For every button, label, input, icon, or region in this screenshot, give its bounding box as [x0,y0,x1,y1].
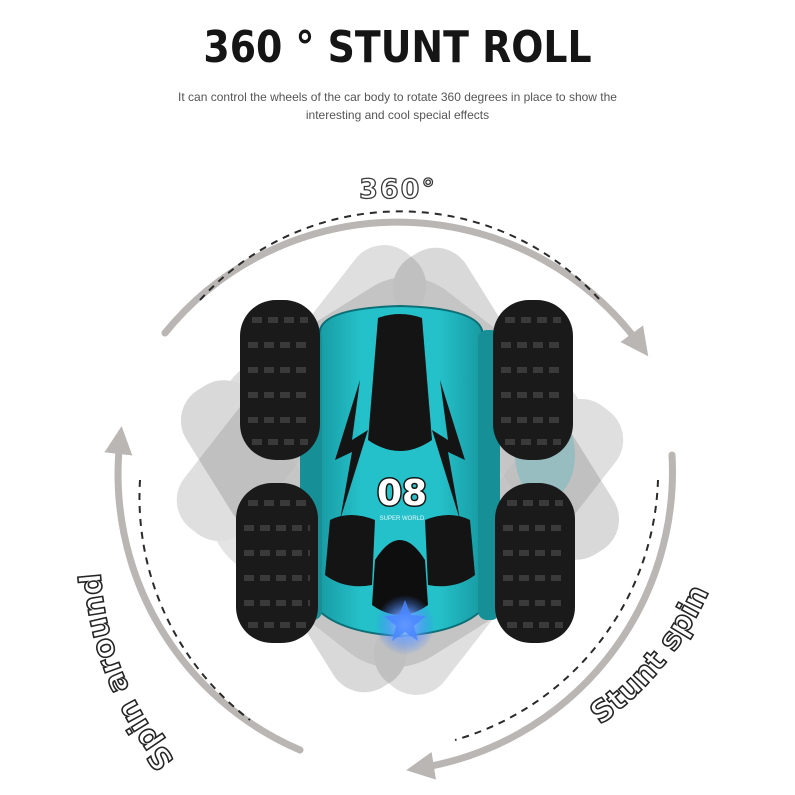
left-lightning-decal [335,380,368,520]
rear-left-wheel [236,483,318,643]
top-dashed-arc [199,210,601,301]
right-dashed-arc [454,479,659,741]
stunt-spin-label: Stunt spin [584,580,716,732]
car-number: 08 [377,473,427,514]
page-title: 360 ° STUNT ROLL [203,22,592,73]
hood-scoop [368,314,432,451]
spin-around-label: Spin around [73,572,181,777]
left-dashed-arc [138,479,251,721]
right-lightning-decal [432,380,465,520]
front-right-wheel [493,300,573,460]
rear-left-panel [325,515,375,587]
page-description: It can control the wheels of the car bod… [178,90,617,122]
rear-right-panel [425,515,475,587]
rear-right-wheel [495,483,575,643]
left-rotation-arrow [104,426,304,754]
top-rotation-arrow [161,218,649,357]
rear-bumper [372,540,428,615]
right-rotation-arrow [406,451,676,780]
headlight-star [384,600,426,641]
car-brand: SUPER WORLD [380,516,425,522]
front-left-wheel [240,300,320,460]
rotation-degree-label: 360° [359,174,437,205]
stunt-car: 08 SUPER WORLD [236,300,575,655]
